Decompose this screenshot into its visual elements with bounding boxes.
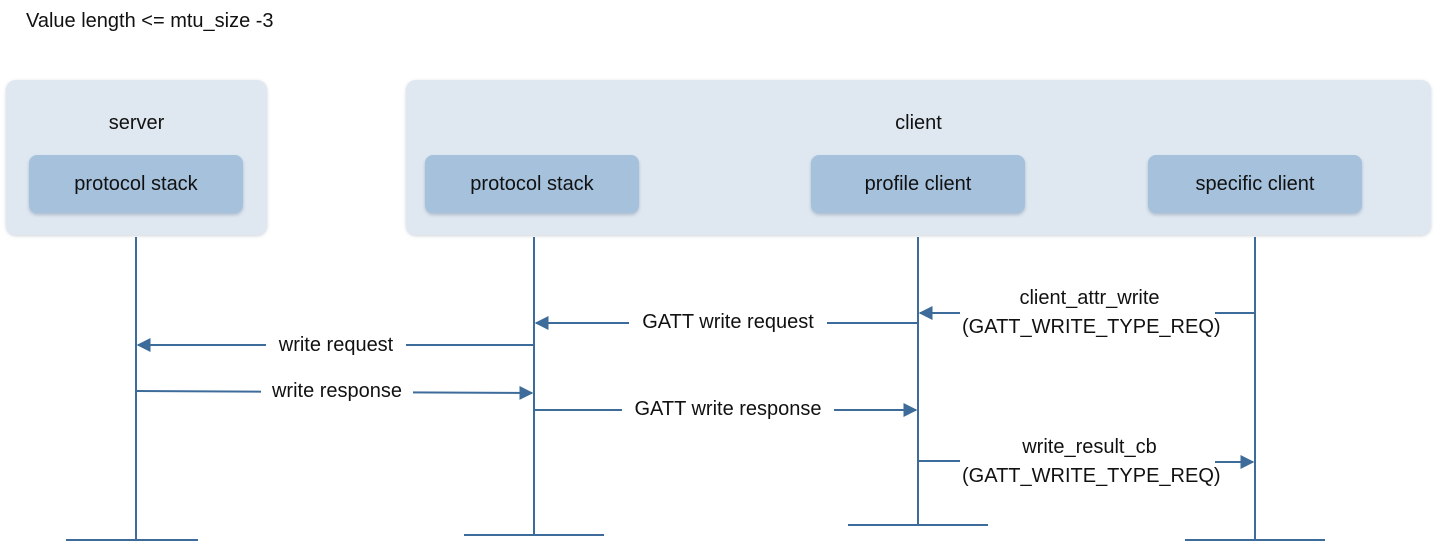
write-result-cb-label-line2: (GATT_WRITE_TYPE_REQ) <box>960 465 1221 488</box>
diagram-caption: Value length <= mtu_size -3 <box>26 10 274 32</box>
client-attr-write-label-line1: client_attr_write <box>960 287 1219 310</box>
write-result-cb-label-line1: write_result_cb <box>960 436 1219 459</box>
write-response-label: write response <box>261 380 413 403</box>
server-protocol-stack-box: protocol stack <box>29 155 243 213</box>
profile-client-box: profile client <box>811 155 1025 213</box>
client-title: client <box>895 112 942 134</box>
gatt-write-request-label: GATT write request <box>629 311 827 334</box>
specific-client-box: specific client <box>1148 155 1362 213</box>
write-request-label: write request <box>266 334 406 357</box>
gatt-write-response-label: GATT write response <box>622 398 834 421</box>
client-protocol-stack-box: protocol stack <box>425 155 639 213</box>
server-title: server <box>108 112 165 134</box>
client-attr-write-label-line2: (GATT_WRITE_TYPE_REQ) <box>960 316 1221 339</box>
